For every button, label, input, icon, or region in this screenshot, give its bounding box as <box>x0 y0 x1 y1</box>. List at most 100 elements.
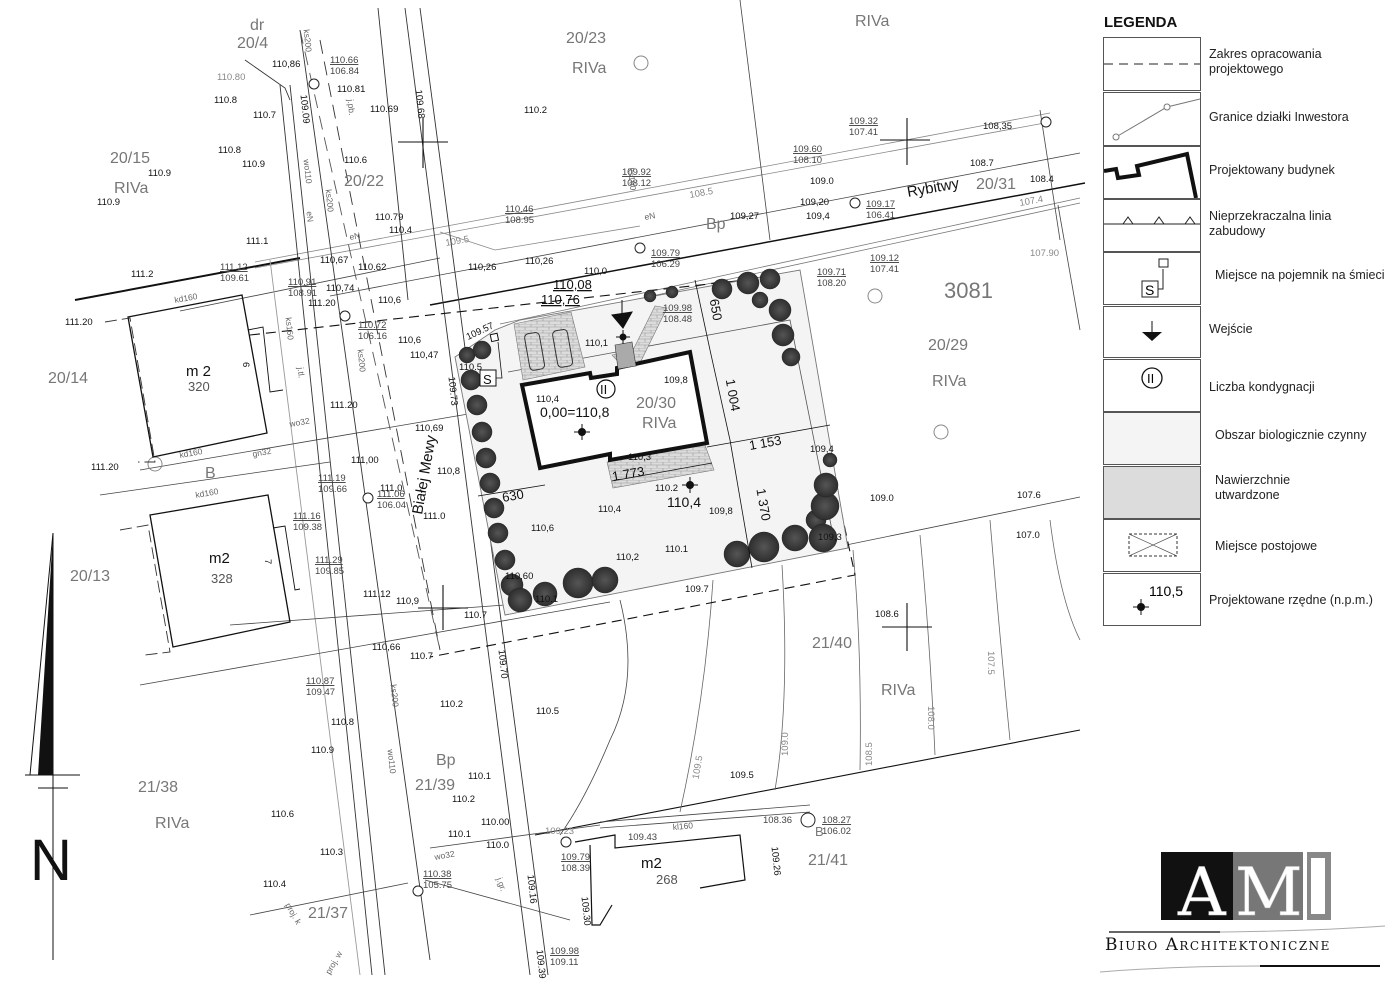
contour-label: 109.16 <box>525 874 539 904</box>
spot-height: 110.79 <box>375 212 403 223</box>
fraction-top: 109.98 <box>550 946 579 957</box>
waste-bin-symbol: S <box>483 372 492 387</box>
waste-bin-icon <box>489 332 500 343</box>
spot-height: 110,4 <box>598 504 621 515</box>
building-line-icon <box>1103 199 1201 252</box>
parcel-label: dr <box>250 17 265 34</box>
contour-lines <box>679 519 1081 813</box>
fraction-top: 110.72 <box>358 320 386 331</box>
utility-label: ks200 <box>302 29 314 53</box>
building-268-name: m2 <box>641 855 662 872</box>
utility-labels: ks200 wo110 eN ks200 kd160 kd160 wo32 gn… <box>174 29 694 976</box>
fraction-bottom: 106.84 <box>330 66 359 77</box>
entrance-level-lower: 110,76 <box>541 292 580 307</box>
utility-label: kd160 <box>195 486 220 500</box>
fraction-bottom: 108.10 <box>793 155 822 166</box>
spot-height: 110,6 <box>398 335 421 346</box>
spot-height: 110,2 <box>616 552 639 563</box>
spot-height: 110.6 <box>271 809 294 820</box>
fraction-top: 109.12 <box>870 253 899 264</box>
entrance-steps <box>614 341 637 370</box>
entrance-level-upper: 110,08 <box>553 277 592 292</box>
parking-space-icon <box>1103 519 1201 572</box>
building-268 <box>574 834 746 926</box>
parcel-label: 21/37 <box>308 905 348 922</box>
utility-label: eN <box>305 211 316 223</box>
building-328-number: 328 <box>211 571 233 586</box>
fraction-top: 110.91 <box>288 277 316 288</box>
parcel-label: RIVa <box>114 180 148 197</box>
spot-height: 110.00 <box>481 817 509 828</box>
utility-label: ks160 <box>626 167 638 191</box>
spot-height: 110.2 <box>452 794 475 805</box>
svg-text:M: M <box>1235 854 1303 931</box>
parcel-label: RIVa <box>572 60 606 77</box>
spot-height: 108,35 <box>983 121 1012 132</box>
utility-label: ks200 <box>389 684 401 708</box>
spot-height: 109,3 <box>818 532 842 543</box>
fraction-bottom: 108.20 <box>817 278 846 289</box>
parcel-label: 21/39 <box>415 777 455 794</box>
fraction-top: 109.60 <box>793 144 822 155</box>
contour-label: 108.5 <box>689 186 714 201</box>
spot-height: 110,67 <box>320 255 348 266</box>
fraction-top: 111.16 <box>293 511 321 522</box>
spot-height: 109,27 <box>730 211 759 222</box>
parcel-label: 20/14 <box>48 370 88 387</box>
utility-label: gn32 <box>252 446 273 459</box>
spot-height: 109.23 <box>545 826 574 837</box>
contour-label: 109.5 <box>445 234 470 249</box>
spot-height: 110.1 <box>665 544 688 555</box>
utility-wells <box>308 78 1052 897</box>
logo-company-name: Biuro Architektoniczne <box>1105 935 1331 955</box>
fraction-top: 111.19 <box>318 473 346 484</box>
spot-height: 110.1 <box>535 594 558 605</box>
spot-height: 110.2 <box>440 699 463 710</box>
spot-height: 111.20 <box>330 400 358 411</box>
spot-height: 111.1 <box>246 236 268 247</box>
fraction-top: 109.92 <box>622 167 651 178</box>
spot-height: 110,26 <box>468 262 496 273</box>
site-plan-map: N Rybitwy Białej Mewy dr 20/4 20/23 RIVa… <box>25 0 1086 979</box>
dimension-1773: 1 773 <box>611 464 646 484</box>
storeys-symbol: II <box>1147 371 1154 386</box>
parcel-label: 21/38 <box>138 779 178 796</box>
legend-label: Granice działki Inwestora <box>1209 110 1349 124</box>
fraction-bottom: 108.95 <box>505 215 534 226</box>
spot-height: 110.8 <box>218 145 241 156</box>
contour-label: 107.4 <box>1019 194 1044 209</box>
bush-symbol <box>933 424 949 440</box>
parcel-label: RIVa <box>881 682 915 699</box>
spot-height: 110.9 <box>148 168 171 179</box>
parcel-label: 20/23 <box>566 30 606 47</box>
utility-label: ks160 <box>284 317 296 341</box>
spot-height: 110,1 <box>585 338 608 349</box>
waste-bin-icon: S <box>1103 252 1201 305</box>
utility-label: j.gr. <box>494 875 508 892</box>
spot-height: 110,3 <box>628 452 651 463</box>
contour-label: 109.68 <box>413 89 427 119</box>
contour-label: 109.73 <box>446 376 460 406</box>
building-328-name: m2 <box>209 550 230 567</box>
spot-height: 110.7 <box>410 651 433 662</box>
building-outline-icon <box>1103 146 1201 199</box>
parcel-label: Bp <box>706 216 726 233</box>
parcel-label: 20/4 <box>237 35 268 52</box>
zero-level: 0,00=110,8 <box>540 404 610 420</box>
fraction-top: 109.32 <box>849 116 878 127</box>
fraction-top: 111.12 <box>220 262 248 273</box>
paved-area-swatch <box>1103 466 1201 519</box>
fraction-bottom: 106.16 <box>358 331 387 342</box>
dimension-lines <box>477 279 831 569</box>
elevation-marker-icon <box>616 330 630 344</box>
trees <box>458 268 840 613</box>
dashed-line-icon <box>1103 37 1201 91</box>
spot-height: 110.5 <box>459 362 482 373</box>
fraction-bottom: 107.41 <box>870 264 899 275</box>
spot-height: 110.69 <box>370 104 398 115</box>
storeys-icon <box>596 379 616 399</box>
utility-label: kl160 <box>672 820 693 832</box>
spot-height: 111.0 <box>423 511 445 522</box>
spot-height: 110,86 <box>272 59 300 70</box>
dimension-650: 650 <box>707 298 726 322</box>
